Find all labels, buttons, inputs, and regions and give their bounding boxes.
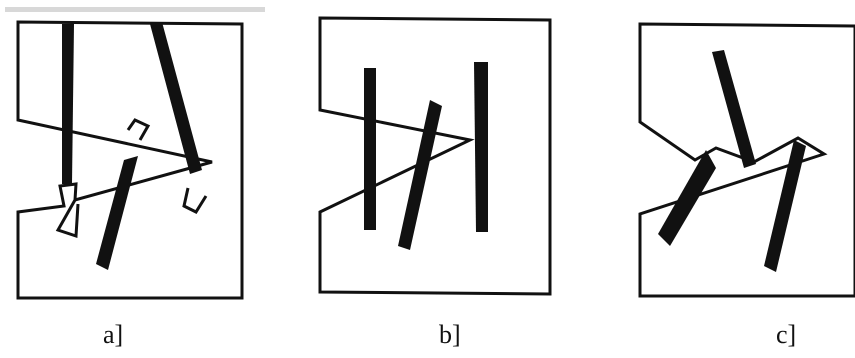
caption-c: c]: [776, 320, 797, 349]
panel-c-bar-upper: [712, 50, 756, 168]
panel-c-bar-left: [658, 150, 716, 246]
caption-b: b]: [439, 320, 461, 349]
panel-a-bar-left: [62, 24, 74, 184]
panel-a-crack-tip-notch: [55, 199, 80, 239]
panel-b-bar-right: [474, 62, 488, 232]
top-border-rule: [5, 7, 265, 12]
panel-c: [638, 22, 855, 298]
panel-c-outline: [638, 22, 855, 298]
panel-b-bar-diagonal: [398, 100, 442, 250]
caption-a: a]: [103, 320, 124, 349]
panel-a: [16, 20, 244, 300]
panel-b-outline: [318, 16, 552, 296]
panel-a-bar-lower: [96, 156, 138, 270]
panel-a-outline: [16, 20, 244, 300]
panel-a-upper-notch: [126, 118, 151, 141]
panel-a-bar-diagonal: [150, 22, 202, 174]
panel-b: [318, 16, 552, 296]
panel-c-bar-right: [764, 140, 806, 272]
panel-b-bar-left: [364, 68, 376, 230]
panel-a-right-notch: [182, 187, 208, 214]
